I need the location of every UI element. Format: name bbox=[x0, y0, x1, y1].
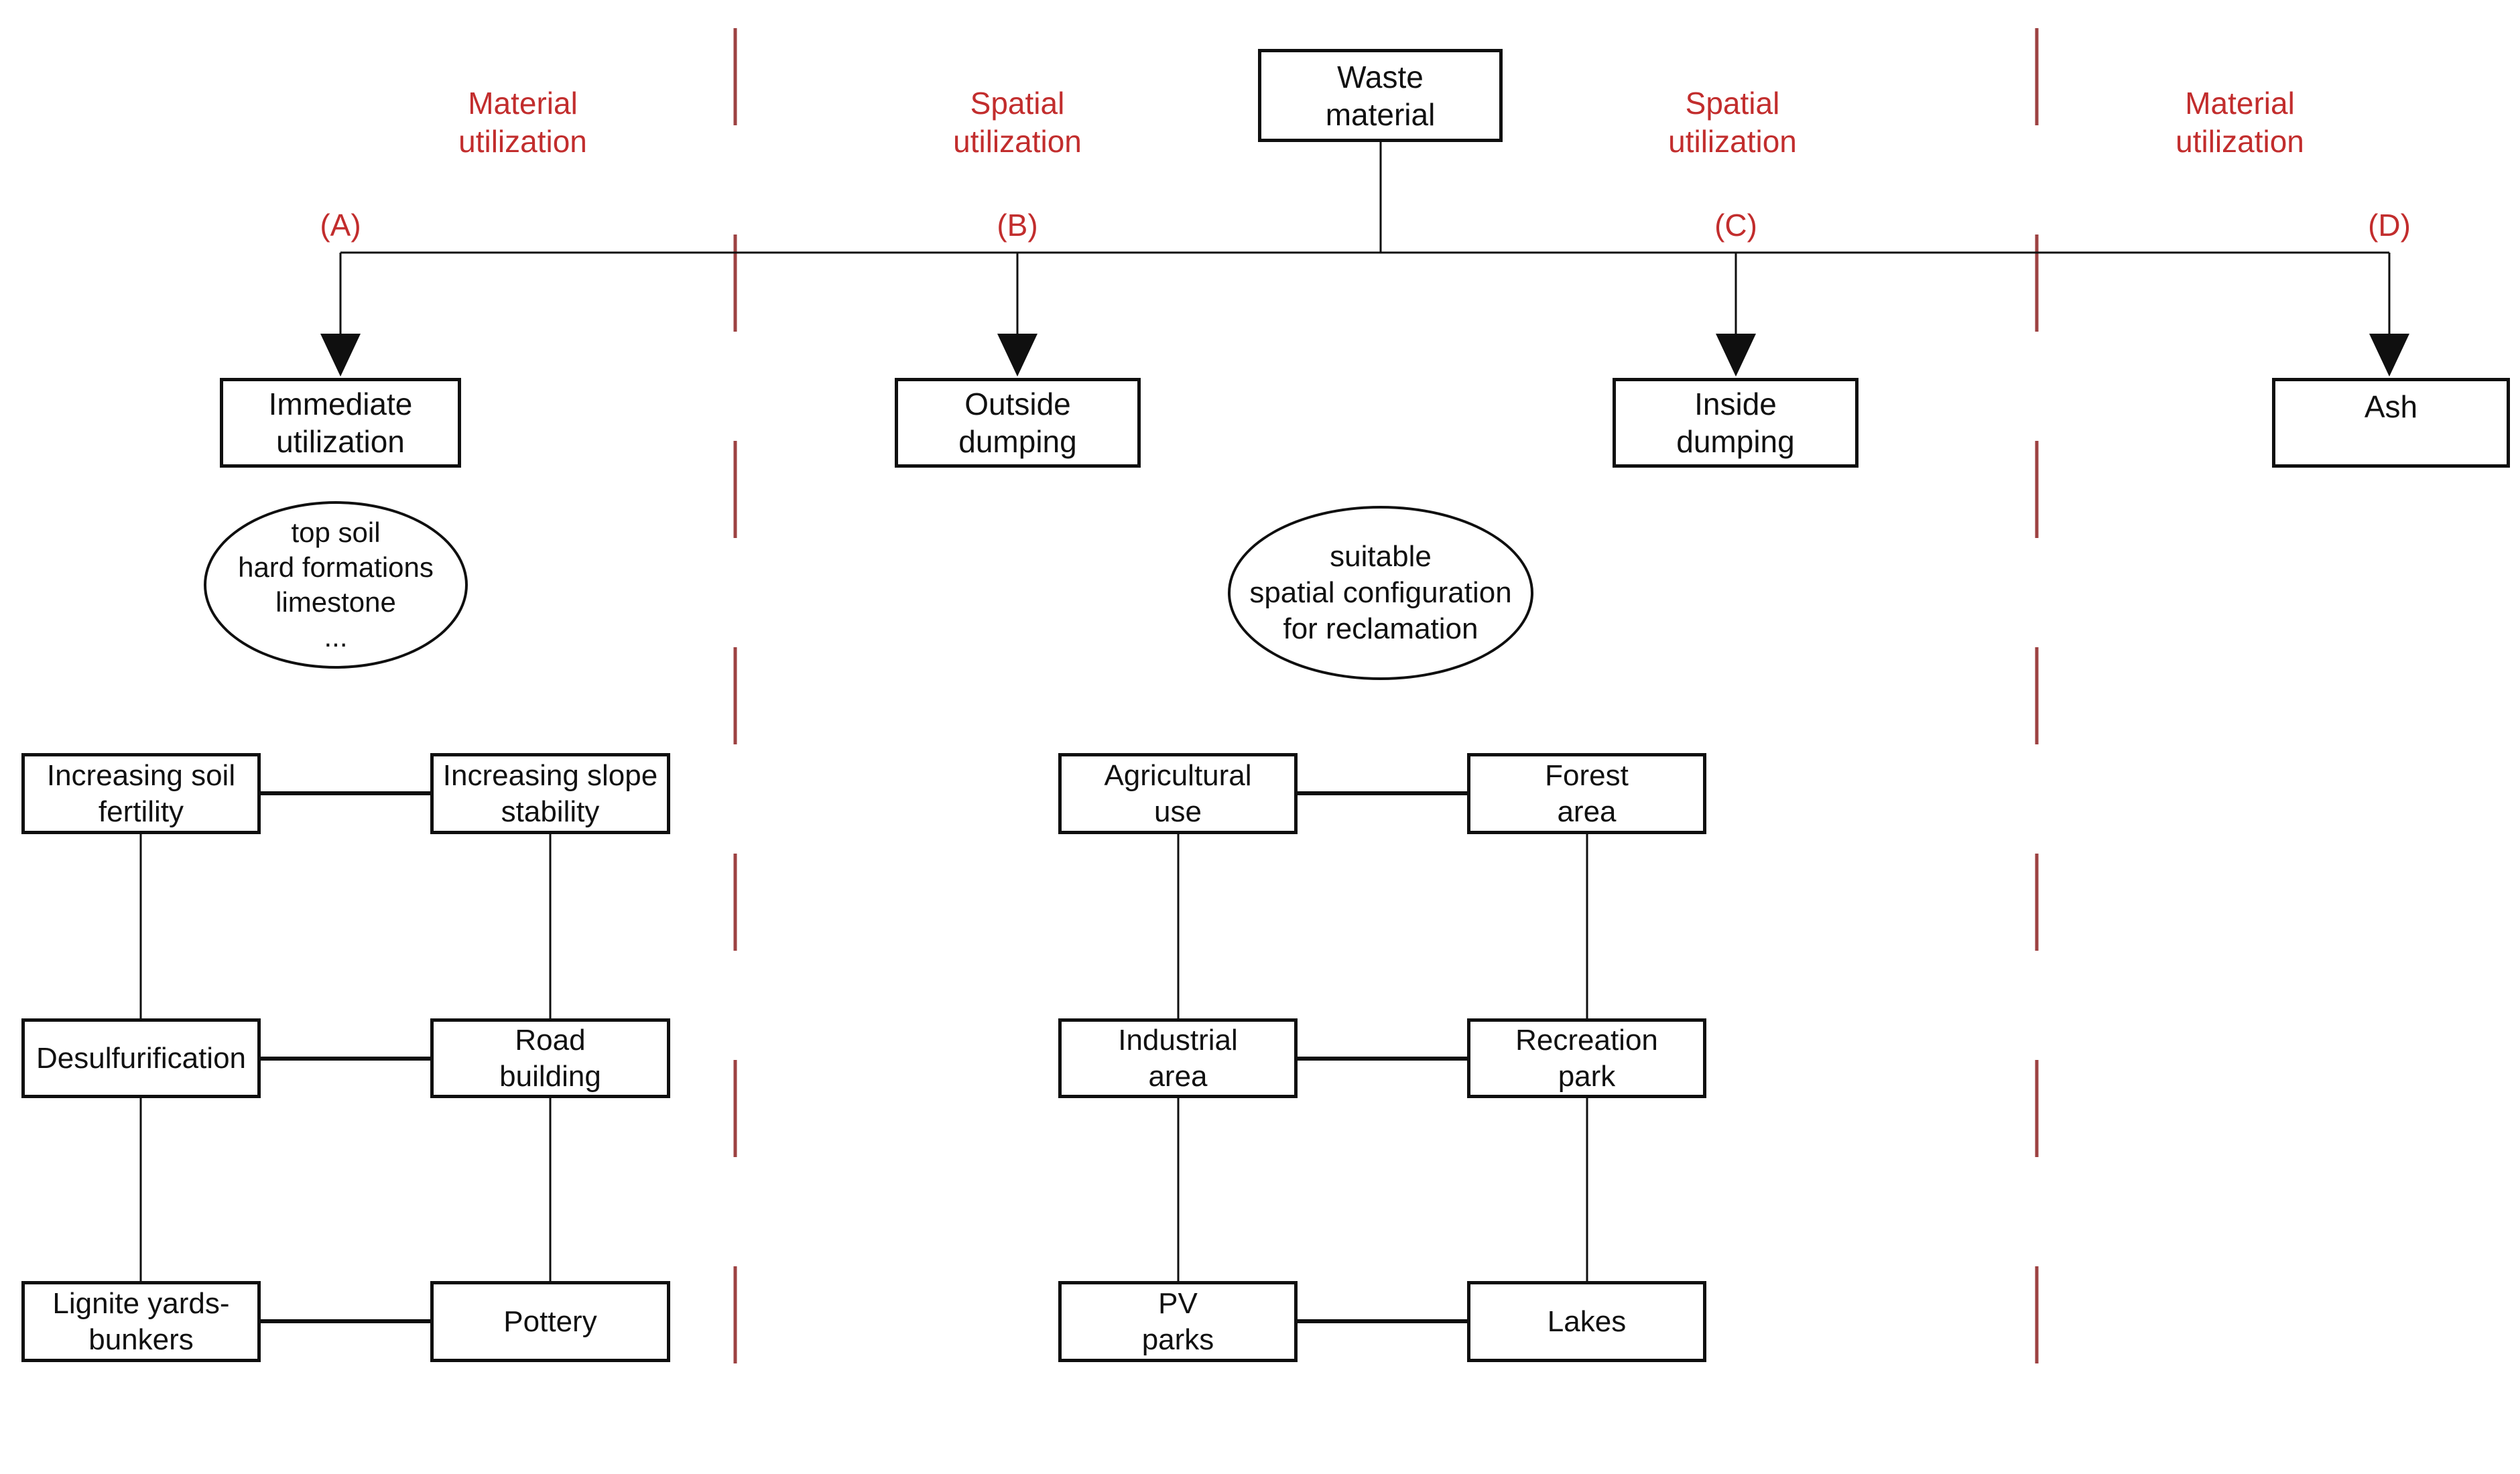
branch-tag-b: (B) bbox=[997, 208, 1038, 243]
section-label-material-a: Material utilization bbox=[458, 86, 587, 159]
arrowhead-c bbox=[1716, 334, 1756, 377]
branch-tag-a: (A) bbox=[320, 208, 361, 243]
node-waste-material: Waste material bbox=[1258, 49, 1503, 142]
node-recreation-park: Recreation park bbox=[1467, 1018, 1706, 1098]
node-outside-dumping: Outside dumping bbox=[895, 378, 1141, 468]
node-immediate-utilization: Immediate utilization bbox=[220, 378, 461, 468]
node-road-building: Road building bbox=[430, 1018, 670, 1098]
section-label-spatial-c: Spatial utilization bbox=[1668, 86, 1797, 159]
node-lignite-yards-bunkers: Lignite yards- bunkers bbox=[21, 1281, 261, 1362]
ellipse-immediate-materials: top soil hard formations limestone ... bbox=[204, 501, 468, 669]
node-increasing-slope-stability: Increasing slope stability bbox=[430, 753, 670, 834]
ellipse-reclamation-configuration: suitable spatial configuration for recla… bbox=[1228, 506, 1533, 680]
section-label-material-d: Material utilization bbox=[2176, 86, 2304, 159]
node-agricultural-use: Agricultural use bbox=[1058, 753, 1298, 834]
node-forest-area: Forest area bbox=[1467, 753, 1706, 834]
branch-tag-d: (D) bbox=[2368, 208, 2411, 243]
node-desulfurification: Desulfurification bbox=[21, 1018, 261, 1098]
arrowhead-a bbox=[320, 334, 361, 377]
node-lakes: Lakes bbox=[1467, 1281, 1706, 1362]
node-ash: Ash bbox=[2272, 378, 2510, 468]
arrowhead-d bbox=[2369, 334, 2409, 377]
section-label-spatial-b: Spatial utilization bbox=[953, 86, 1082, 159]
branch-tag-c: (C) bbox=[1714, 208, 1757, 243]
node-pottery: Pottery bbox=[430, 1281, 670, 1362]
node-increasing-soil-fertility: Increasing soil fertility bbox=[21, 753, 261, 834]
arrowhead-b bbox=[997, 334, 1037, 377]
node-industrial-area: Industrial area bbox=[1058, 1018, 1298, 1098]
node-inside-dumping: Inside dumping bbox=[1613, 378, 1858, 468]
node-pv-parks: PV parks bbox=[1058, 1281, 1298, 1362]
